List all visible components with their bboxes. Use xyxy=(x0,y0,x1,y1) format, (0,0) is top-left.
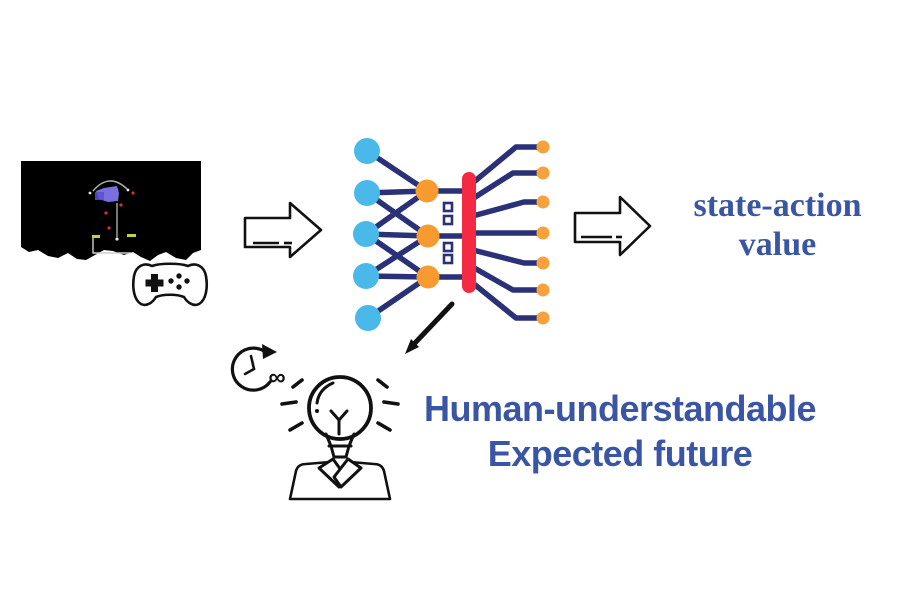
lightbulb-globe xyxy=(307,375,373,441)
game-yellow-marker xyxy=(127,234,136,237)
ray xyxy=(291,378,304,389)
gamepad-button xyxy=(176,284,182,290)
game-red-dot xyxy=(131,191,135,195)
latent-square xyxy=(442,214,454,226)
human-lightbulb-icon xyxy=(280,375,400,501)
human-line1: Human-understandable xyxy=(423,388,817,429)
gamepad-dpad xyxy=(145,274,164,292)
history-clock-icon: ∞ xyxy=(230,344,286,392)
clock-hand-minute xyxy=(249,354,256,371)
input-node xyxy=(354,180,380,206)
ray xyxy=(376,421,392,432)
human-line2: Expected future xyxy=(487,433,753,474)
input-node xyxy=(355,305,381,331)
neural-network xyxy=(353,138,550,331)
edge xyxy=(466,246,546,266)
game-screenshot xyxy=(21,161,201,261)
lightbulb-highlight-dot xyxy=(315,409,319,413)
network-latent-squares xyxy=(442,201,454,265)
gamepad-icon xyxy=(131,262,209,307)
input-arrow-icon xyxy=(243,201,323,259)
state-action-line2: value xyxy=(738,226,817,263)
lightbulb-rays xyxy=(280,378,400,432)
explain-arrow-head xyxy=(405,339,419,354)
clock-arrowhead xyxy=(262,344,277,359)
hidden-nodes xyxy=(415,179,440,289)
game-arc xyxy=(92,180,128,192)
output-node xyxy=(536,195,550,209)
edge xyxy=(466,277,546,321)
collar-right xyxy=(332,457,363,489)
output-node xyxy=(536,256,550,270)
game-dot xyxy=(115,237,119,241)
hidden-node xyxy=(415,179,439,203)
output-node xyxy=(536,140,550,154)
lightbulb-highlight xyxy=(315,381,335,405)
output-node xyxy=(536,283,550,297)
bottleneck-bar xyxy=(462,172,476,293)
game-background xyxy=(21,161,201,261)
arrow-outline xyxy=(243,201,323,259)
game-ship-shadow xyxy=(95,192,104,200)
input-node xyxy=(354,138,380,164)
explain-arrow-shaft xyxy=(411,301,455,347)
output-node xyxy=(536,166,550,180)
game-red-dot xyxy=(104,211,108,215)
game-yellow-marker xyxy=(92,235,100,238)
hidden-node xyxy=(416,265,440,289)
edge xyxy=(466,170,546,204)
gamepad-button xyxy=(168,278,174,284)
gamepad-button xyxy=(176,273,182,279)
clock-hand-hour xyxy=(243,367,256,376)
output-arrow-icon xyxy=(573,195,652,257)
game-dot xyxy=(126,188,130,192)
output-node xyxy=(536,311,550,325)
latent-square xyxy=(442,241,454,253)
hidden-node xyxy=(416,224,440,248)
input-node xyxy=(353,263,379,289)
game-red-dot xyxy=(119,203,123,207)
game-dot xyxy=(88,191,92,195)
arrow-outline xyxy=(573,195,652,257)
game-platform xyxy=(92,238,131,254)
game-red-dot xyxy=(107,226,111,230)
state-action-value-label: state-action value xyxy=(655,186,900,264)
output-node xyxy=(536,226,550,240)
input-nodes xyxy=(353,138,381,331)
edge xyxy=(466,199,546,220)
state-action-line1: state-action xyxy=(693,187,862,224)
clock-ring xyxy=(230,346,272,392)
edge xyxy=(466,262,546,293)
gamepad-body xyxy=(131,262,209,307)
network-edges xyxy=(363,144,546,321)
human-understandable-label: Human-understandable Expected future xyxy=(418,386,822,476)
edge xyxy=(466,144,546,189)
ray xyxy=(382,400,400,406)
output-nodes xyxy=(536,140,550,325)
gamepad-button xyxy=(184,278,190,284)
explain-arrow-icon xyxy=(405,301,455,354)
lightbulb-filament xyxy=(329,409,349,436)
latent-square xyxy=(442,201,454,213)
input-node xyxy=(353,221,379,247)
infinity-icon: ∞ xyxy=(268,364,285,391)
ray xyxy=(280,400,298,406)
ray xyxy=(288,421,304,432)
ray xyxy=(376,378,389,389)
latent-square xyxy=(442,253,454,265)
lightbulb-neck xyxy=(324,432,356,459)
